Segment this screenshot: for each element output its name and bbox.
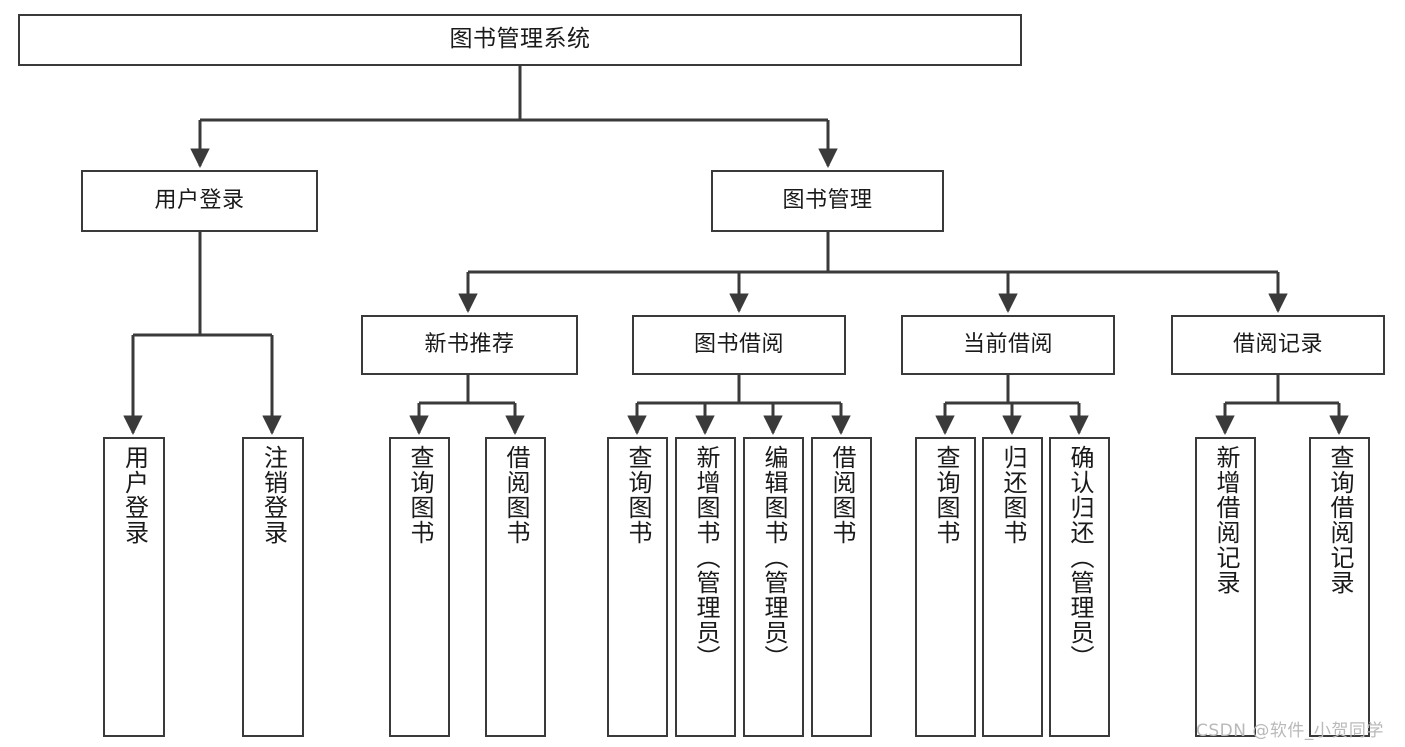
leaf-book-borrow-lend[interactable]: 借阅图书 <box>811 437 872 737</box>
node-new-book-recommend[interactable]: 新书推荐 <box>361 315 578 375</box>
node-label: 归还图书 <box>998 445 1027 545</box>
node-book-borrow[interactable]: 图书借阅 <box>632 315 846 375</box>
node-label: 查询图书 <box>623 445 652 545</box>
csdn-watermark: CSDN @软件_小贺同学 <box>1196 721 1384 741</box>
node-label: 图书管理系统 <box>449 26 591 53</box>
node-user-login[interactable]: 用户登录 <box>81 170 318 232</box>
leaf-current-borrow-return[interactable]: 归还图书 <box>982 437 1043 737</box>
node-label: 确认归还（管理员） <box>1065 445 1094 670</box>
leaf-book-borrow-edit[interactable]: 编辑图书（管理员） <box>743 437 804 737</box>
node-label: 用户登录 <box>154 188 245 214</box>
node-label: 新书推荐 <box>424 332 515 358</box>
leaf-borrow-record-add[interactable]: 新增借阅记录 <box>1195 437 1256 737</box>
node-borrow-record[interactable]: 借阅记录 <box>1171 315 1385 375</box>
node-label: 借阅图书 <box>501 445 530 545</box>
leaf-new-book-borrow[interactable]: 借阅图书 <box>485 437 546 737</box>
node-label: 图书借阅 <box>693 332 784 358</box>
node-label: 查询借阅记录 <box>1325 445 1354 595</box>
leaf-borrow-record-query[interactable]: 查询借阅记录 <box>1309 437 1370 737</box>
leaf-current-borrow-confirm[interactable]: 确认归还（管理员） <box>1049 437 1110 737</box>
node-root-system[interactable]: 图书管理系统 <box>18 14 1022 66</box>
node-current-borrow[interactable]: 当前借阅 <box>901 315 1115 375</box>
node-label: 当前借阅 <box>962 332 1053 358</box>
node-label: 借阅记录 <box>1232 332 1323 358</box>
node-label: 查询图书 <box>931 445 960 545</box>
node-label: 图书管理 <box>782 188 873 214</box>
leaf-user-login-signin[interactable]: 用户登录 <box>103 437 165 737</box>
node-label: 新增借阅记录 <box>1211 445 1240 595</box>
node-label: 编辑图书（管理员） <box>759 445 788 670</box>
leaf-user-login-signout[interactable]: 注销登录 <box>242 437 304 737</box>
node-book-management[interactable]: 图书管理 <box>711 170 944 232</box>
node-label: 查询图书 <box>405 445 434 545</box>
node-label: 注销登录 <box>259 445 288 545</box>
node-label: 用户登录 <box>120 445 149 545</box>
leaf-book-borrow-query[interactable]: 查询图书 <box>607 437 668 737</box>
node-label: 借阅图书 <box>827 445 856 545</box>
leaf-current-borrow-query[interactable]: 查询图书 <box>915 437 976 737</box>
leaf-new-book-query[interactable]: 查询图书 <box>389 437 450 737</box>
node-label: 新增图书（管理员） <box>691 445 720 670</box>
leaf-book-borrow-add[interactable]: 新增图书（管理员） <box>675 437 736 737</box>
